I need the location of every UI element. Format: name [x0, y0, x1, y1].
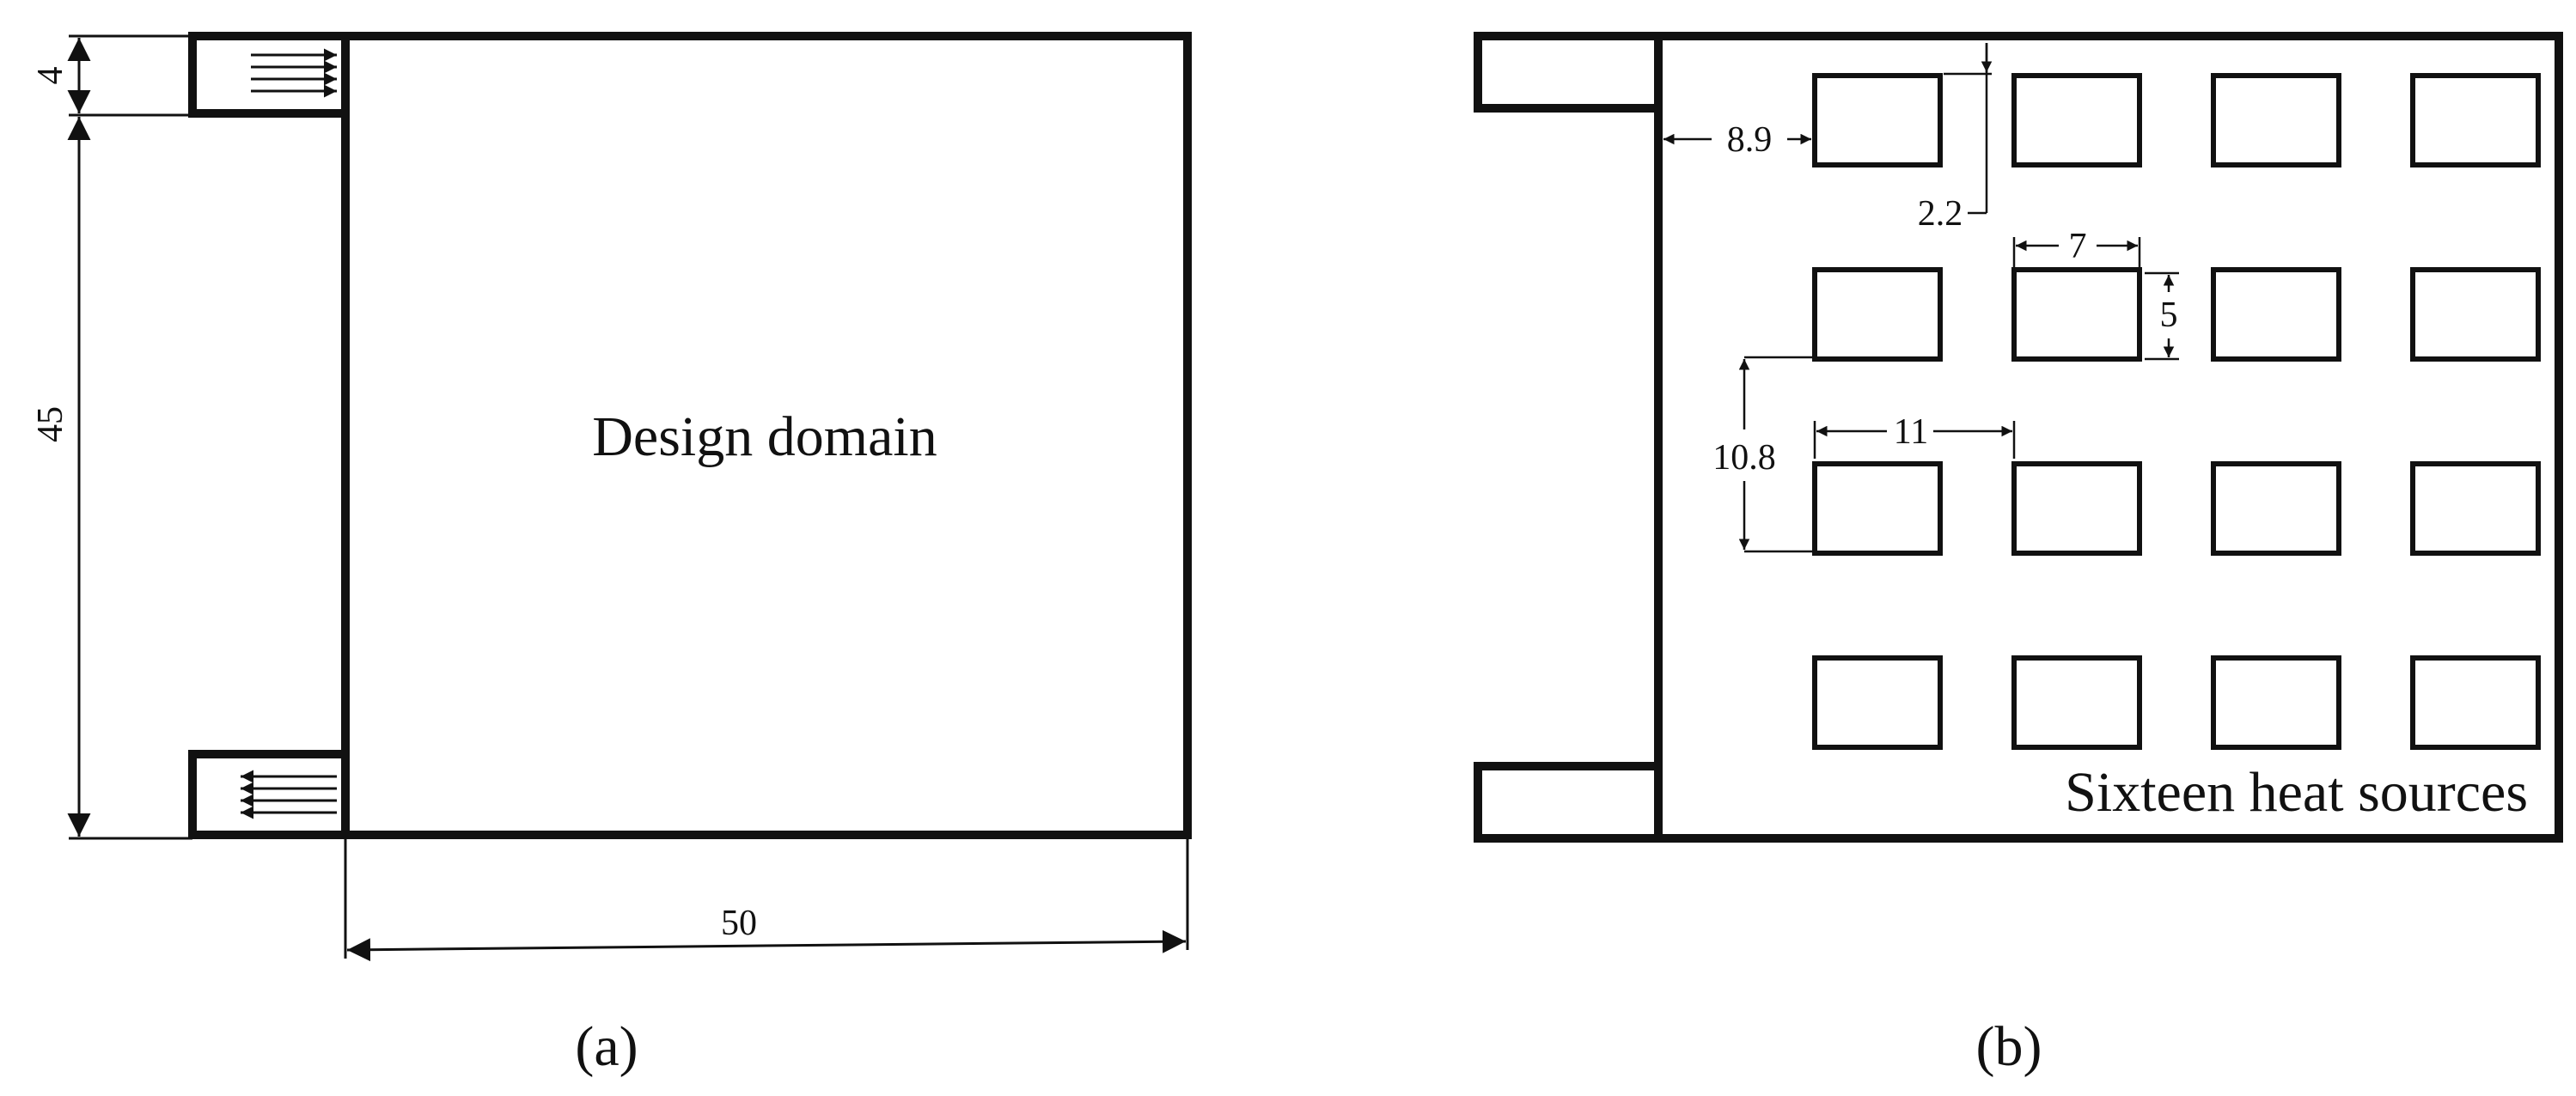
- cooling-domain-box: [1654, 32, 2563, 843]
- heat-sources-label: Sixteen heat sources: [2065, 761, 2528, 824]
- panel-b: Sixteen heat sources 8.9 2.2 7: [1474, 32, 2563, 1078]
- heat-source: [1812, 461, 1943, 556]
- panel-a: Design domain 4 45: [31, 32, 1192, 1078]
- inlet-channel: [188, 32, 350, 118]
- heat-source: [1812, 655, 1943, 750]
- heat-source-grid: [1812, 73, 2541, 750]
- heat-source: [2211, 267, 2341, 362]
- panel-a-caption: (a): [575, 1015, 638, 1078]
- dimension-source-width: [2012, 237, 2141, 268]
- dimension-label-11: 11: [1894, 412, 1928, 452]
- heat-source: [2410, 655, 2541, 750]
- heat-source: [2011, 655, 2142, 750]
- dimension-height: [67, 117, 192, 840]
- dimension-inlet-height: [67, 34, 192, 117]
- outlet-channel: [188, 750, 350, 839]
- outlet-flow-arrows: [241, 770, 337, 819]
- dimension-label-4: 4: [31, 67, 70, 85]
- inlet-channel: [1474, 32, 1658, 113]
- heat-source: [2410, 73, 2541, 167]
- heat-source: [1812, 267, 1943, 362]
- dimension-label-7: 7: [2069, 227, 2087, 266]
- outlet-channel: [1474, 762, 1658, 843]
- panel-b-caption: (b): [1976, 1015, 2042, 1078]
- heat-source: [1812, 73, 1943, 167]
- dimension-source-height: [2145, 271, 2179, 361]
- dimension-label-10-8: 10.8: [1712, 438, 1776, 478]
- dimension-label-45: 45: [31, 406, 70, 442]
- design-domain-label: Design domain: [592, 405, 937, 468]
- heat-source: [2211, 461, 2341, 556]
- heat-source: [2011, 267, 2142, 362]
- dimension-label-50: 50: [721, 904, 757, 943]
- design-domain-box: [341, 32, 1192, 839]
- dimension-label-2-2: 2.2: [1918, 194, 1963, 234]
- dimension-label-5: 5: [2160, 295, 2178, 335]
- heat-source: [2410, 267, 2541, 362]
- inlet-flow-arrows: [251, 48, 337, 98]
- heat-source: [2011, 73, 2142, 167]
- dimension-vertical-pitch: [1738, 356, 1813, 553]
- dimension-horizontal-pitch: [1813, 421, 2016, 459]
- heat-source: [2211, 73, 2341, 167]
- dimension-label-8-9: 8.9: [1727, 120, 1773, 160]
- dimension-width: [344, 838, 1189, 962]
- heat-source: [2211, 655, 2341, 750]
- dimension-top-gap: [1944, 43, 1993, 215]
- heat-source: [2410, 461, 2541, 556]
- heat-source: [2011, 461, 2142, 556]
